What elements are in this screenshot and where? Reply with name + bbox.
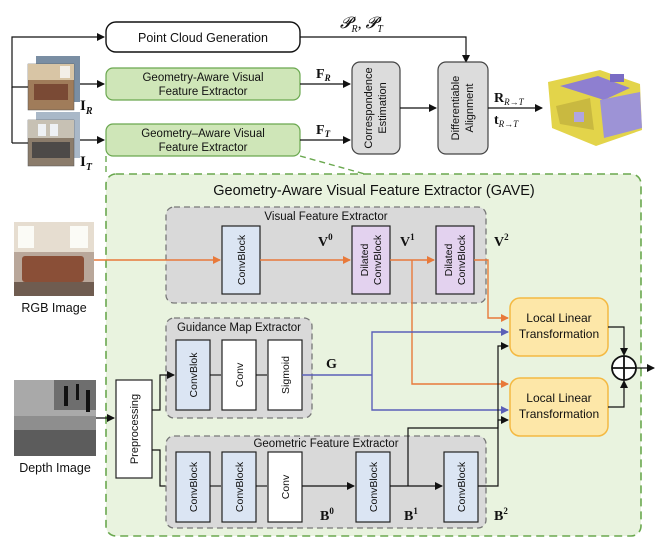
svg-text:Conv: Conv — [280, 474, 292, 499]
gfe-convblock-2: ConvBlock — [221, 451, 257, 523]
label-V2: V2 — [494, 232, 509, 250]
label-V1: V1 — [400, 232, 415, 250]
arrow-preprocessing-to-gme — [152, 371, 175, 411]
sum-node — [611, 355, 637, 381]
vfe-dilated-convblock-2: Dilated ConvBlock — [435, 225, 475, 295]
svg-text:Geometry-Aware Visual: Geometry-Aware Visual — [142, 72, 263, 84]
svg-text:Geometry–Aware Visual: Geometry–Aware Visual — [141, 128, 265, 140]
svg-text:Estimation: Estimation — [377, 82, 389, 133]
local-linear-transformation-2: Local Linear Transformation — [509, 377, 609, 437]
arrow-g-to-llt1 — [371, 328, 509, 375]
svg-text:Correspondence: Correspondence — [363, 67, 375, 148]
label-I-R: IR — [80, 98, 93, 117]
visual-feature-extractor-title: Visual Feature Extractor — [264, 211, 387, 223]
gme-convblok: ConvBlok — [175, 339, 211, 411]
label-F-T: FT — [316, 123, 331, 139]
label-R: RR→T — [494, 91, 525, 107]
gave-box-reference: Geometry-Aware Visual Feature Extractor — [105, 67, 301, 101]
svg-text:ConvBlock: ConvBlock — [368, 461, 380, 512]
gme-conv: Conv — [221, 339, 257, 411]
svg-text:ConvBlock: ConvBlock — [234, 461, 246, 512]
svg-text:Local Linear: Local Linear — [526, 391, 591, 405]
arrow-ir-to-point-cloud — [11, 33, 105, 88]
svg-text:Conv: Conv — [234, 362, 246, 387]
label-F-R: FR — [316, 67, 331, 83]
svg-text:ConvBlock: ConvBlock — [236, 234, 248, 285]
gfe-convblock-1: ConvBlock — [175, 451, 211, 523]
guidance-map-extractor-title: Guidance Map Extractor — [177, 322, 301, 334]
arrow-v1-to-llt2 — [411, 260, 509, 388]
svg-text:Feature Extractor: Feature Extractor — [159, 142, 248, 154]
reference-rgb-thumbnail — [27, 56, 80, 111]
arrow-point-cloud-to-alignment — [300, 36, 470, 63]
point-cloud-generation-box: Point Cloud Generation — [105, 21, 301, 53]
svg-text:Dilated: Dilated — [359, 243, 371, 276]
svg-text:ConvBlok: ConvBlok — [188, 352, 200, 398]
aligned-point-cloud-image — [548, 70, 642, 146]
vfe-dilated-convblock-1: Dilated ConvBlock — [351, 225, 391, 295]
label-G: G — [326, 357, 337, 372]
label-I-T: IT — [80, 154, 93, 173]
label-V0: V0 — [318, 232, 333, 250]
local-linear-transformation-1: Local Linear Transformation — [509, 297, 609, 357]
gfe-convblock-4: ConvBlock — [443, 451, 479, 523]
arrow-v2-to-llt1 — [474, 259, 509, 322]
differentiable-alignment-box: Differentiable Alignment — [437, 61, 489, 155]
svg-text:ConvBlock: ConvBlock — [188, 461, 200, 512]
depth-image-label: Depth Image — [19, 461, 91, 475]
gme-sigmoid: Sigmoid — [267, 339, 303, 411]
gfe-convblock-3: ConvBlock — [355, 451, 391, 523]
rgb-image-label: RGB Image — [21, 301, 86, 315]
rgb-image — [14, 222, 94, 296]
preprocessing-box: Preprocessing — [115, 379, 153, 479]
depth-image — [14, 380, 96, 456]
label-t: tR→T — [494, 113, 519, 129]
label-B2: B2 — [494, 506, 508, 524]
svg-text:Alignment: Alignment — [464, 84, 476, 133]
geometric-feature-extractor-title: Geometric Feature Extractor — [253, 438, 398, 450]
svg-text:ConvBlock: ConvBlock — [456, 461, 468, 512]
arrow-llt2-to-sum — [608, 380, 628, 408]
gave-box-target: Geometry–Aware Visual Feature Extractor — [105, 123, 301, 157]
label-P-R-P-T: 𝓟R, 𝓟T — [340, 15, 384, 35]
label-B0: B0 — [320, 506, 334, 524]
svg-text:ConvBlock: ConvBlock — [456, 234, 468, 285]
gfe-conv: Conv — [267, 451, 303, 523]
arrow-g-to-llt2 — [371, 375, 509, 414]
svg-text:Sigmoid: Sigmoid — [280, 356, 292, 394]
svg-text:Transformation: Transformation — [519, 407, 599, 421]
svg-text:Preprocessing: Preprocessing — [129, 394, 141, 464]
vfe-convblock: ConvBlock — [221, 225, 261, 295]
gave-panel-title: Geometry-Aware Visual Feature Extractor … — [213, 183, 535, 199]
svg-text:ConvBlock: ConvBlock — [372, 234, 384, 285]
svg-text:Transformation: Transformation — [519, 327, 599, 341]
svg-text:Dilated: Dilated — [443, 243, 455, 276]
arrow-llt1-to-sum — [608, 326, 628, 356]
target-rgb-thumbnail — [27, 112, 80, 167]
svg-text:Differentiable: Differentiable — [450, 76, 462, 141]
zoom-line-right — [299, 155, 373, 177]
point-cloud-generation-label: Point Cloud Generation — [138, 31, 268, 45]
arrow-b2-to-llt1 — [478, 342, 509, 487]
correspondence-estimation-box: Correspondence Estimation — [351, 61, 401, 155]
label-B1: B1 — [404, 506, 418, 524]
svg-text:Feature Extractor: Feature Extractor — [159, 86, 248, 98]
svg-text:Local Linear: Local Linear — [526, 311, 591, 325]
